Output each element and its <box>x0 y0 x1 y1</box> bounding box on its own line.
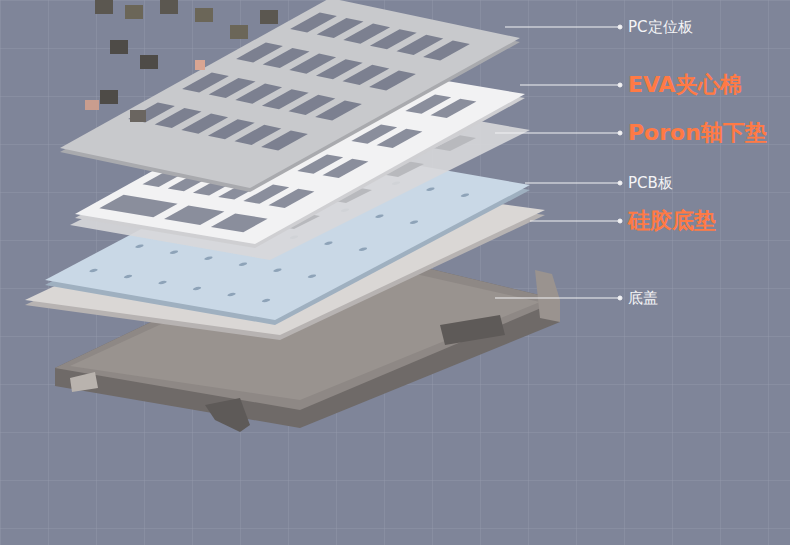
highlight-label: EVA夹心棉 <box>628 72 742 98</box>
highlight-label: Poron轴下垫 <box>628 120 767 146</box>
part-label: PCB板 <box>628 174 673 192</box>
part-label: 底盖 <box>628 289 658 307</box>
pc-plate <box>60 0 520 192</box>
switches <box>85 0 278 122</box>
highlight-label: 硅胶底垫 <box>628 208 716 234</box>
leader-lines <box>495 25 622 300</box>
part-label: PC定位板 <box>628 18 693 36</box>
